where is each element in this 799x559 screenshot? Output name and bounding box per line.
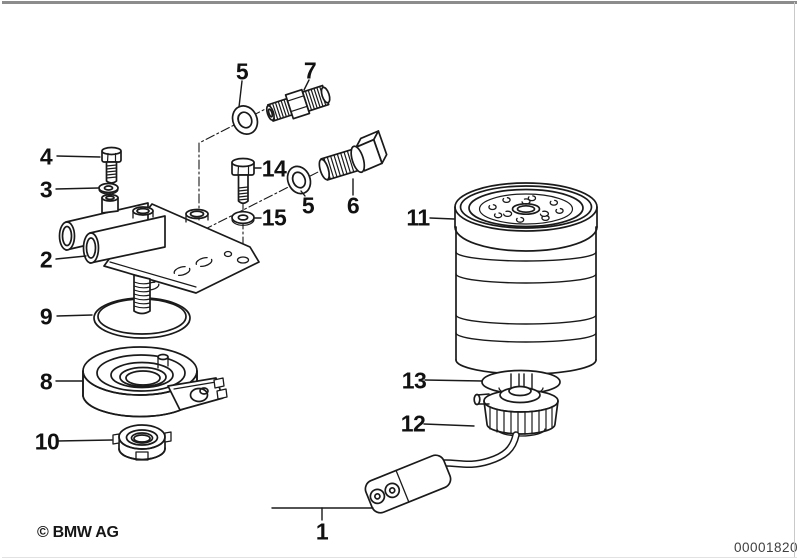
part-label-5-top[interactable]: 5 [235,58,249,85]
part-label-4[interactable]: 4 [39,143,53,170]
part-label-10[interactable]: 10 [34,428,60,455]
heating-element-ring [82,346,228,418]
filter-head-bracket [58,193,260,294]
union-screw-6 [318,130,388,181]
part-label-12[interactable]: 12 [400,410,426,437]
frame-top-border [2,1,797,4]
union-fitting-7 [265,84,331,122]
locking-collar-12 [473,385,559,437]
part-label-1[interactable]: 1 [315,518,329,545]
part-label-13[interactable]: 13 [401,367,427,394]
connector-plug [364,454,452,514]
part-label-9[interactable]: 9 [39,303,53,330]
document-number: 00001820 [734,540,799,555]
threaded-stud [133,274,151,315]
copyright-text: © BMW AG [37,524,119,541]
part-label-3[interactable]: 3 [39,176,53,203]
fuel-filter-cartridge [454,182,598,375]
part-label-8[interactable]: 8 [39,368,53,395]
frame-bottom-border [2,557,797,558]
washer-3 [98,182,119,195]
leader-lines [55,79,483,442]
washer-15 [231,210,255,226]
sealing-washer-5-bottom [286,165,312,195]
part-label-6[interactable]: 6 [346,192,360,219]
assembly-bracket-line [271,507,374,521]
sealing-washer-5-top [231,105,259,135]
part-label-5-bottom[interactable]: 5 [301,192,315,219]
frame-right-border [794,2,795,557]
part-label-2[interactable]: 2 [39,246,53,273]
hex-bolt-4 [101,146,122,184]
part-label-14[interactable]: 14 [261,155,287,182]
hex-bolt-14 [231,157,255,205]
part-label-11[interactable]: 11 [406,204,430,231]
part-label-15[interactable]: 15 [261,204,287,231]
part-label-7[interactable]: 7 [303,57,317,84]
ring-nut [112,424,172,461]
